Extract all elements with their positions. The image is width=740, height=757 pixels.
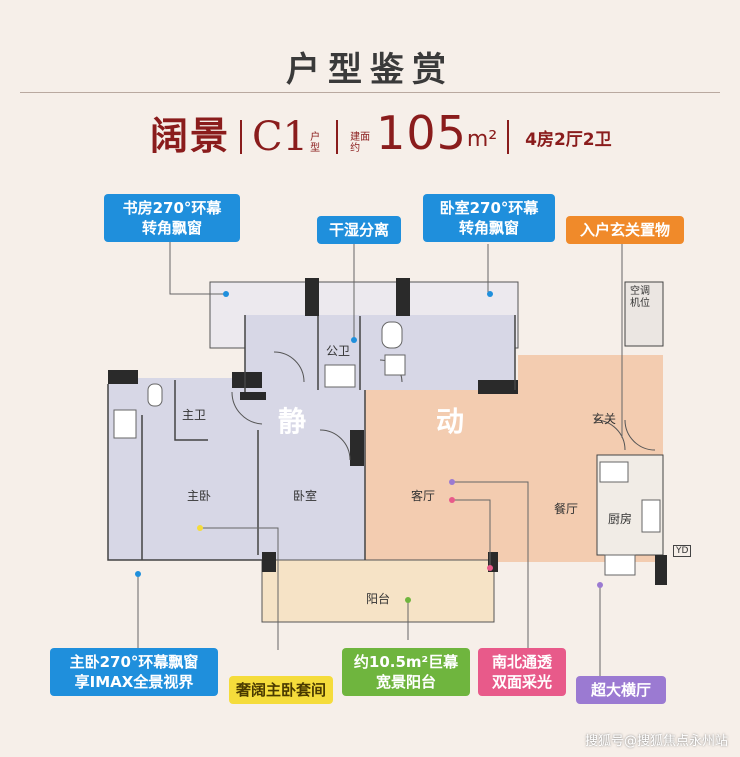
tag-study-window: 书房270°环幕 转角飘窗 [104, 194, 240, 242]
room-kitchen: 厨房 [608, 512, 633, 526]
divider [20, 92, 720, 93]
room-count: 4房2厅2卫 [525, 130, 612, 150]
tag-bedroom-window: 卧室270°环幕 转角飘窗 [423, 194, 555, 242]
tag-balcony: 约10.5m²巨幕 宽景阳台 [342, 648, 470, 696]
room-balcony: 阳台 [366, 592, 391, 606]
leader-dots [135, 291, 603, 603]
room-living: 客厅 [411, 489, 436, 503]
zone-active: 动 [436, 405, 465, 438]
unit-name: 阔景 [150, 113, 231, 158]
divider [336, 120, 339, 154]
divider [240, 120, 243, 154]
unit-header: 阔景 C1 户型 建面约 105 m² 4房2厅2卫 [150, 106, 612, 160]
quiet-zone [108, 378, 366, 560]
ac-unit [624, 281, 664, 347]
room-entry: 玄关 [592, 412, 617, 426]
area-unit: m² [466, 127, 498, 152]
active-zone [518, 355, 663, 395]
room-dining: 餐厅 [554, 502, 579, 516]
area-label: 建面约 [350, 132, 371, 154]
tag-through: 南北通透 双面采光 [478, 648, 566, 696]
divider [507, 120, 510, 154]
tag-master-view: 主卧270°环幕飘窗 享IMAX全景视界 [50, 648, 218, 696]
tag-hall: 超大横厅 [576, 676, 666, 704]
zone-quiet: 静 [278, 405, 307, 438]
tag-suite: 奢阔主卧套间 [229, 676, 333, 704]
room-master-bed: 主卧 [187, 489, 212, 503]
room-bedroom: 卧室 [293, 489, 318, 503]
watermark: 搜狐号@搜狐焦点永州站 [584, 734, 728, 749]
unit-type-label: 户型 [310, 132, 321, 154]
room-yd: YD [673, 545, 692, 557]
room-master-bath: 主卫 [182, 408, 207, 422]
balcony [261, 559, 495, 623]
walls [108, 278, 667, 585]
tag-dry-wet: 干湿分离 [317, 216, 401, 244]
area-value: 105 [376, 106, 467, 160]
room-public-bath: 公卫 [326, 344, 351, 358]
interior-walls [107, 315, 516, 561]
fixtures [113, 321, 661, 576]
tag-entry: 入户玄关置物 [566, 216, 684, 244]
page-title: 户型鉴赏 [286, 50, 454, 90]
room-ac: 空调 机位 [630, 286, 650, 309]
unit-type: C1 [252, 114, 309, 160]
leader-lines [137, 240, 623, 680]
